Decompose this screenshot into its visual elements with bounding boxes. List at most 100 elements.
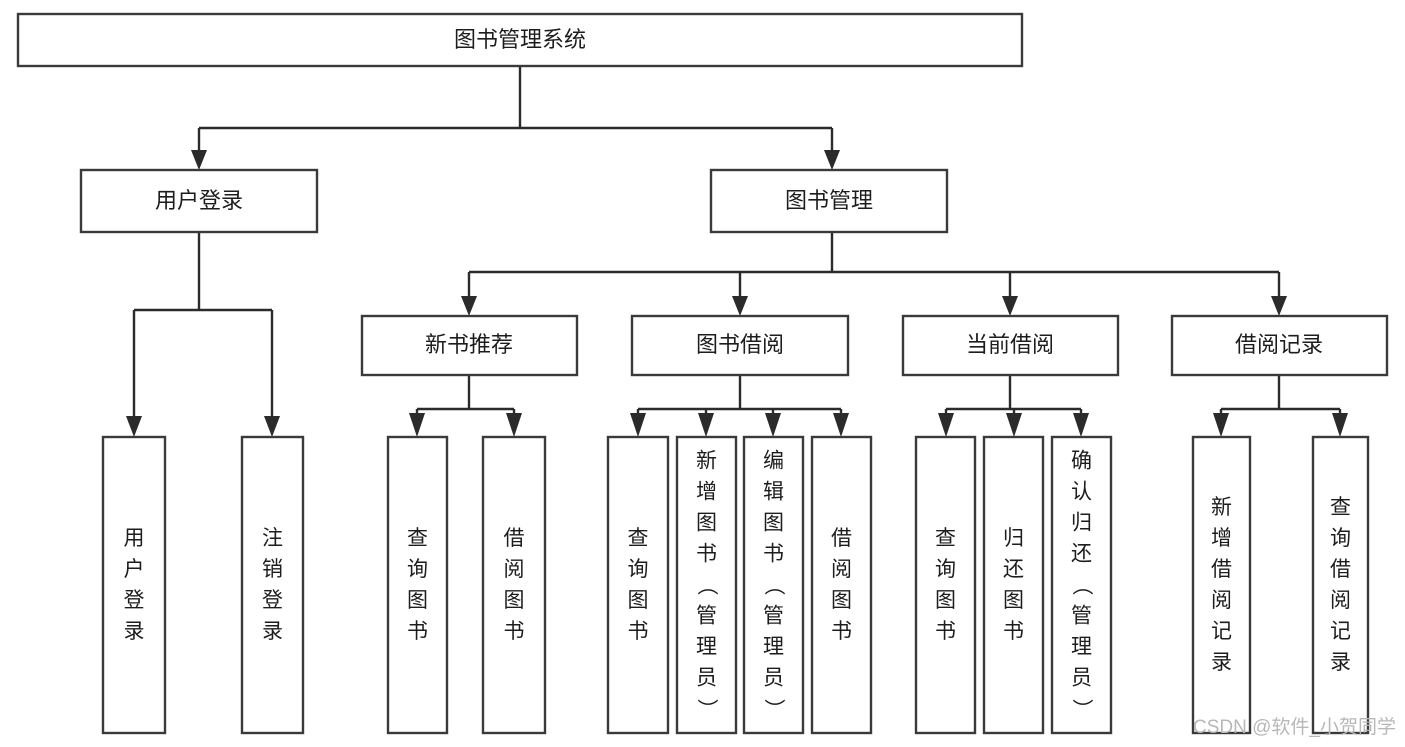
arrow-head-borrow-record bbox=[1271, 296, 1287, 316]
leaf-label-char: 增 bbox=[1211, 527, 1232, 550]
node-leaf-confirm-return-admin[interactable] bbox=[1050, 435, 1113, 735]
leaf-label-char: 书 bbox=[628, 620, 649, 643]
node-leaf-add-book-admin[interactable] bbox=[675, 435, 738, 735]
leaf-label-char: 录 bbox=[1211, 651, 1232, 674]
leaf-label-char: 录 bbox=[1330, 651, 1351, 674]
node-current-borrow-box[interactable] bbox=[901, 314, 1120, 377]
node-leaf-logout-box[interactable] bbox=[240, 435, 305, 735]
node-user-login-label: 用户登录 bbox=[155, 188, 243, 213]
leaf-label-char: 查 bbox=[935, 527, 956, 550]
node-book-manage-box[interactable] bbox=[709, 168, 949, 234]
node-leaf-borrow-book[interactable] bbox=[810, 435, 873, 735]
arrow-head-leaf-user-login bbox=[126, 416, 142, 437]
node-leaf-edit-book-admin-box[interactable] bbox=[742, 435, 805, 735]
leaf-label-char: 借 bbox=[504, 527, 525, 550]
leaf-label-char: 户 bbox=[124, 558, 145, 581]
node-leaf-borrow-book-box[interactable] bbox=[810, 435, 873, 735]
node-leaf-edit-book-admin[interactable] bbox=[742, 435, 805, 735]
node-leaf-query-book-cur-box[interactable] bbox=[914, 435, 977, 735]
leaf-label-char: 借 bbox=[831, 527, 852, 550]
node-leaf-user-login[interactable] bbox=[101, 435, 167, 735]
node-user-login-box[interactable] bbox=[79, 168, 319, 234]
leaf-label-char: 书 bbox=[935, 620, 956, 643]
arrow-head-leaf-borrow-book bbox=[833, 413, 849, 437]
node-borrow-record-label: 借阅记录 bbox=[1235, 332, 1323, 357]
leaf-label-char: 图 bbox=[628, 589, 649, 612]
connector-group-user-login bbox=[126, 232, 280, 437]
node-root-box[interactable] bbox=[16, 12, 1024, 68]
node-leaf-query-book-rec[interactable] bbox=[386, 435, 449, 735]
node-new-book-rec[interactable]: 新书推荐 bbox=[360, 314, 579, 377]
leaf-label-char: 还 bbox=[1003, 558, 1024, 581]
node-book-borrow-box[interactable] bbox=[630, 314, 850, 377]
node-leaf-query-book-borrow-box[interactable] bbox=[606, 435, 670, 735]
leaf-label-char: 员 bbox=[1071, 667, 1092, 690]
leaf-label-char: 图 bbox=[831, 589, 852, 612]
node-current-borrow[interactable]: 当前借阅 bbox=[901, 314, 1120, 377]
node-leaf-query-book-borrow[interactable] bbox=[606, 435, 670, 735]
node-user-login[interactable]: 用户登录 bbox=[79, 168, 319, 234]
arrow-head-book-manage bbox=[824, 150, 840, 170]
connector-group-book-manage bbox=[461, 232, 1287, 316]
node-leaf-add-book-admin-box[interactable] bbox=[675, 435, 738, 735]
leaf-label-char: 借 bbox=[1330, 558, 1351, 581]
leaf-label-char: 查 bbox=[628, 527, 649, 550]
leaf-label-layer: 用户登录注销登录查询图书借阅图书查询图书新增图书（管理员）编辑图书（管理员）借阅… bbox=[124, 450, 1352, 720]
connector-group-borrow-record bbox=[1213, 375, 1348, 437]
leaf-label-char: 图 bbox=[763, 512, 784, 535]
node-leaf-return-book-box[interactable] bbox=[982, 435, 1045, 735]
node-leaf-logout[interactable] bbox=[240, 435, 305, 735]
node-leaf-query-borrow-record[interactable] bbox=[1311, 435, 1370, 735]
arrow-head-leaf-logout bbox=[264, 416, 280, 437]
node-leaf-borrow-book-rec[interactable] bbox=[481, 435, 547, 735]
leaf-label-char: 管 bbox=[1071, 605, 1092, 628]
leaf-label-char: 书 bbox=[696, 543, 717, 566]
leaf-label-char: 书 bbox=[1003, 620, 1024, 643]
node-leaf-user-login-box[interactable] bbox=[101, 435, 167, 735]
leaf-label-char: 登 bbox=[262, 589, 283, 612]
node-book-borrow[interactable]: 图书借阅 bbox=[630, 314, 850, 377]
leaf-label-char: 查 bbox=[407, 527, 428, 550]
leaf-label-char: 归 bbox=[1003, 527, 1024, 550]
node-book-manage-label: 图书管理 bbox=[785, 188, 873, 213]
csdn-watermark: CSDN @软件_小贺同学 bbox=[1193, 716, 1396, 738]
node-new-book-rec-box[interactable] bbox=[360, 314, 579, 377]
node-leaf-confirm-return-admin-box[interactable] bbox=[1050, 435, 1113, 735]
node-leaf-return-book[interactable] bbox=[982, 435, 1045, 735]
leaf-label-char: 图 bbox=[504, 589, 525, 612]
node-book-manage[interactable]: 图书管理 bbox=[709, 168, 949, 234]
leaf-label-char: 阅 bbox=[504, 558, 525, 581]
node-leaf-query-borrow-record-box[interactable] bbox=[1311, 435, 1370, 735]
leaf-label-char: 图 bbox=[935, 589, 956, 612]
leaf-label-char: 辑 bbox=[763, 481, 784, 504]
leaf-label-char: 阅 bbox=[1211, 589, 1232, 612]
node-leaf-query-book-rec-box[interactable] bbox=[386, 435, 449, 735]
arrow-head-leaf-edit-book-admin bbox=[765, 413, 781, 437]
node-root[interactable]: 图书管理系统 bbox=[16, 12, 1024, 68]
node-borrow-record-box[interactable] bbox=[1170, 314, 1389, 377]
arrow-head-leaf-borrow-book-rec bbox=[506, 413, 522, 437]
leaf-label-char: 图 bbox=[407, 589, 428, 612]
node-borrow-record[interactable]: 借阅记录 bbox=[1170, 314, 1389, 377]
leaf-label-leaf-user-login: 用户登录 bbox=[124, 527, 145, 643]
leaf-label-char: 员 bbox=[763, 667, 784, 690]
node-leaf-query-book-cur[interactable] bbox=[914, 435, 977, 735]
node-leaf-add-borrow-record[interactable] bbox=[1191, 435, 1252, 735]
leaf-label-char: 还 bbox=[1071, 543, 1092, 566]
node-leaf-borrow-book-rec-box[interactable] bbox=[481, 435, 547, 735]
node-root-label: 图书管理系统 bbox=[454, 27, 586, 52]
leaf-label-char: 询 bbox=[407, 558, 428, 581]
leaf-label-char: （ bbox=[762, 575, 785, 596]
leaf-label-char: 书 bbox=[831, 620, 852, 643]
node-leaf-add-borrow-record-box[interactable] bbox=[1191, 435, 1252, 735]
leaf-label-char: 记 bbox=[1211, 620, 1232, 643]
leaf-label-char: 图 bbox=[696, 512, 717, 535]
leaf-label-char: 用 bbox=[124, 527, 145, 550]
